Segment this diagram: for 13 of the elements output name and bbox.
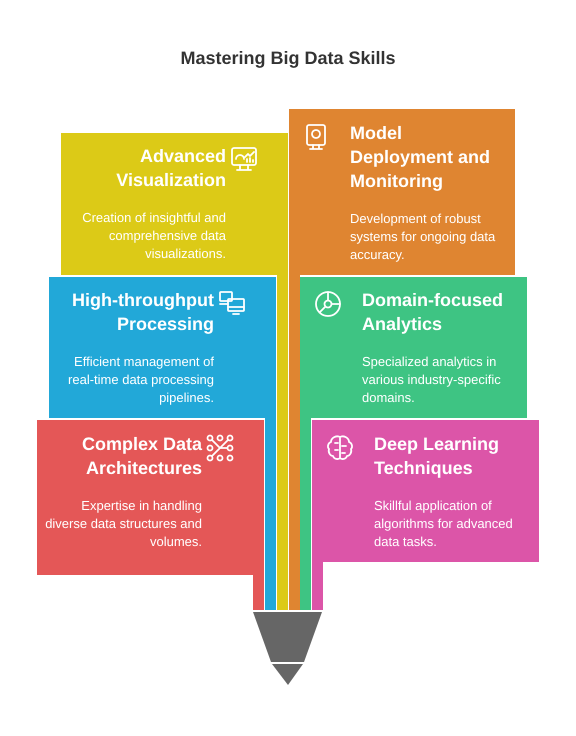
diagram-title: Mastering Big Data Skills (179, 48, 397, 69)
panel-description: Efficient management of real-time data processing pipelines. (67, 353, 214, 407)
panel-description: Development of robust systems for ongoing data accuracy. (350, 210, 496, 264)
panel-description: Creation of insightful and comprehensive data visualizations. (81, 209, 226, 263)
panel-title: Domain-focused Analytics (362, 289, 504, 336)
panel-title: Model Deployment and Monitoring (350, 122, 492, 193)
panel-title: Deep Learning Techniques (374, 433, 500, 480)
panel-title: Advanced Visualization (115, 145, 226, 192)
panel-description: Expertise in handling diverse data structures and volumes. (44, 497, 202, 551)
panel-description: Skillful application of algorithms for advanced data tasks. (374, 497, 514, 551)
panel-description: Specialized analytics in various industry-specific domains. (362, 353, 502, 407)
panel-title: Complex Data Architectures (80, 433, 202, 480)
panel-title: High-throughput Processing (71, 289, 214, 336)
